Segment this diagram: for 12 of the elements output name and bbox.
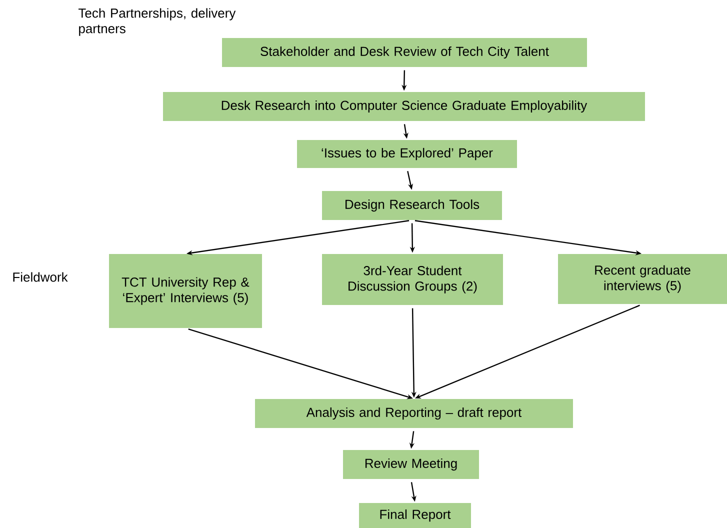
process-box: Desk Research into Computer Science Graduate Employability — [163, 92, 645, 121]
process-box: ‘Issues to be Explored’ Paper — [297, 140, 517, 168]
process-box: Review Meeting — [343, 450, 479, 479]
process-box: Analysis and Reporting – draft report — [255, 399, 573, 428]
process-box: 3rd-Year Student Discussion Groups (2) — [322, 254, 503, 305]
note-text: Fieldwork — [13, 272, 68, 282]
note-text: Tech Partnerships, delivery partners — [78, 8, 236, 36]
process-box: Final Report — [359, 503, 471, 528]
process-box: Design Research Tools — [322, 191, 502, 220]
process-box: Recent graduate interviews (5) — [558, 254, 727, 304]
process-box: TCT University Rep & ‘Expert’ Interviews (5) — [109, 254, 262, 328]
process-box: Stakeholder and Desk Review of Tech City Talent — [222, 38, 587, 67]
